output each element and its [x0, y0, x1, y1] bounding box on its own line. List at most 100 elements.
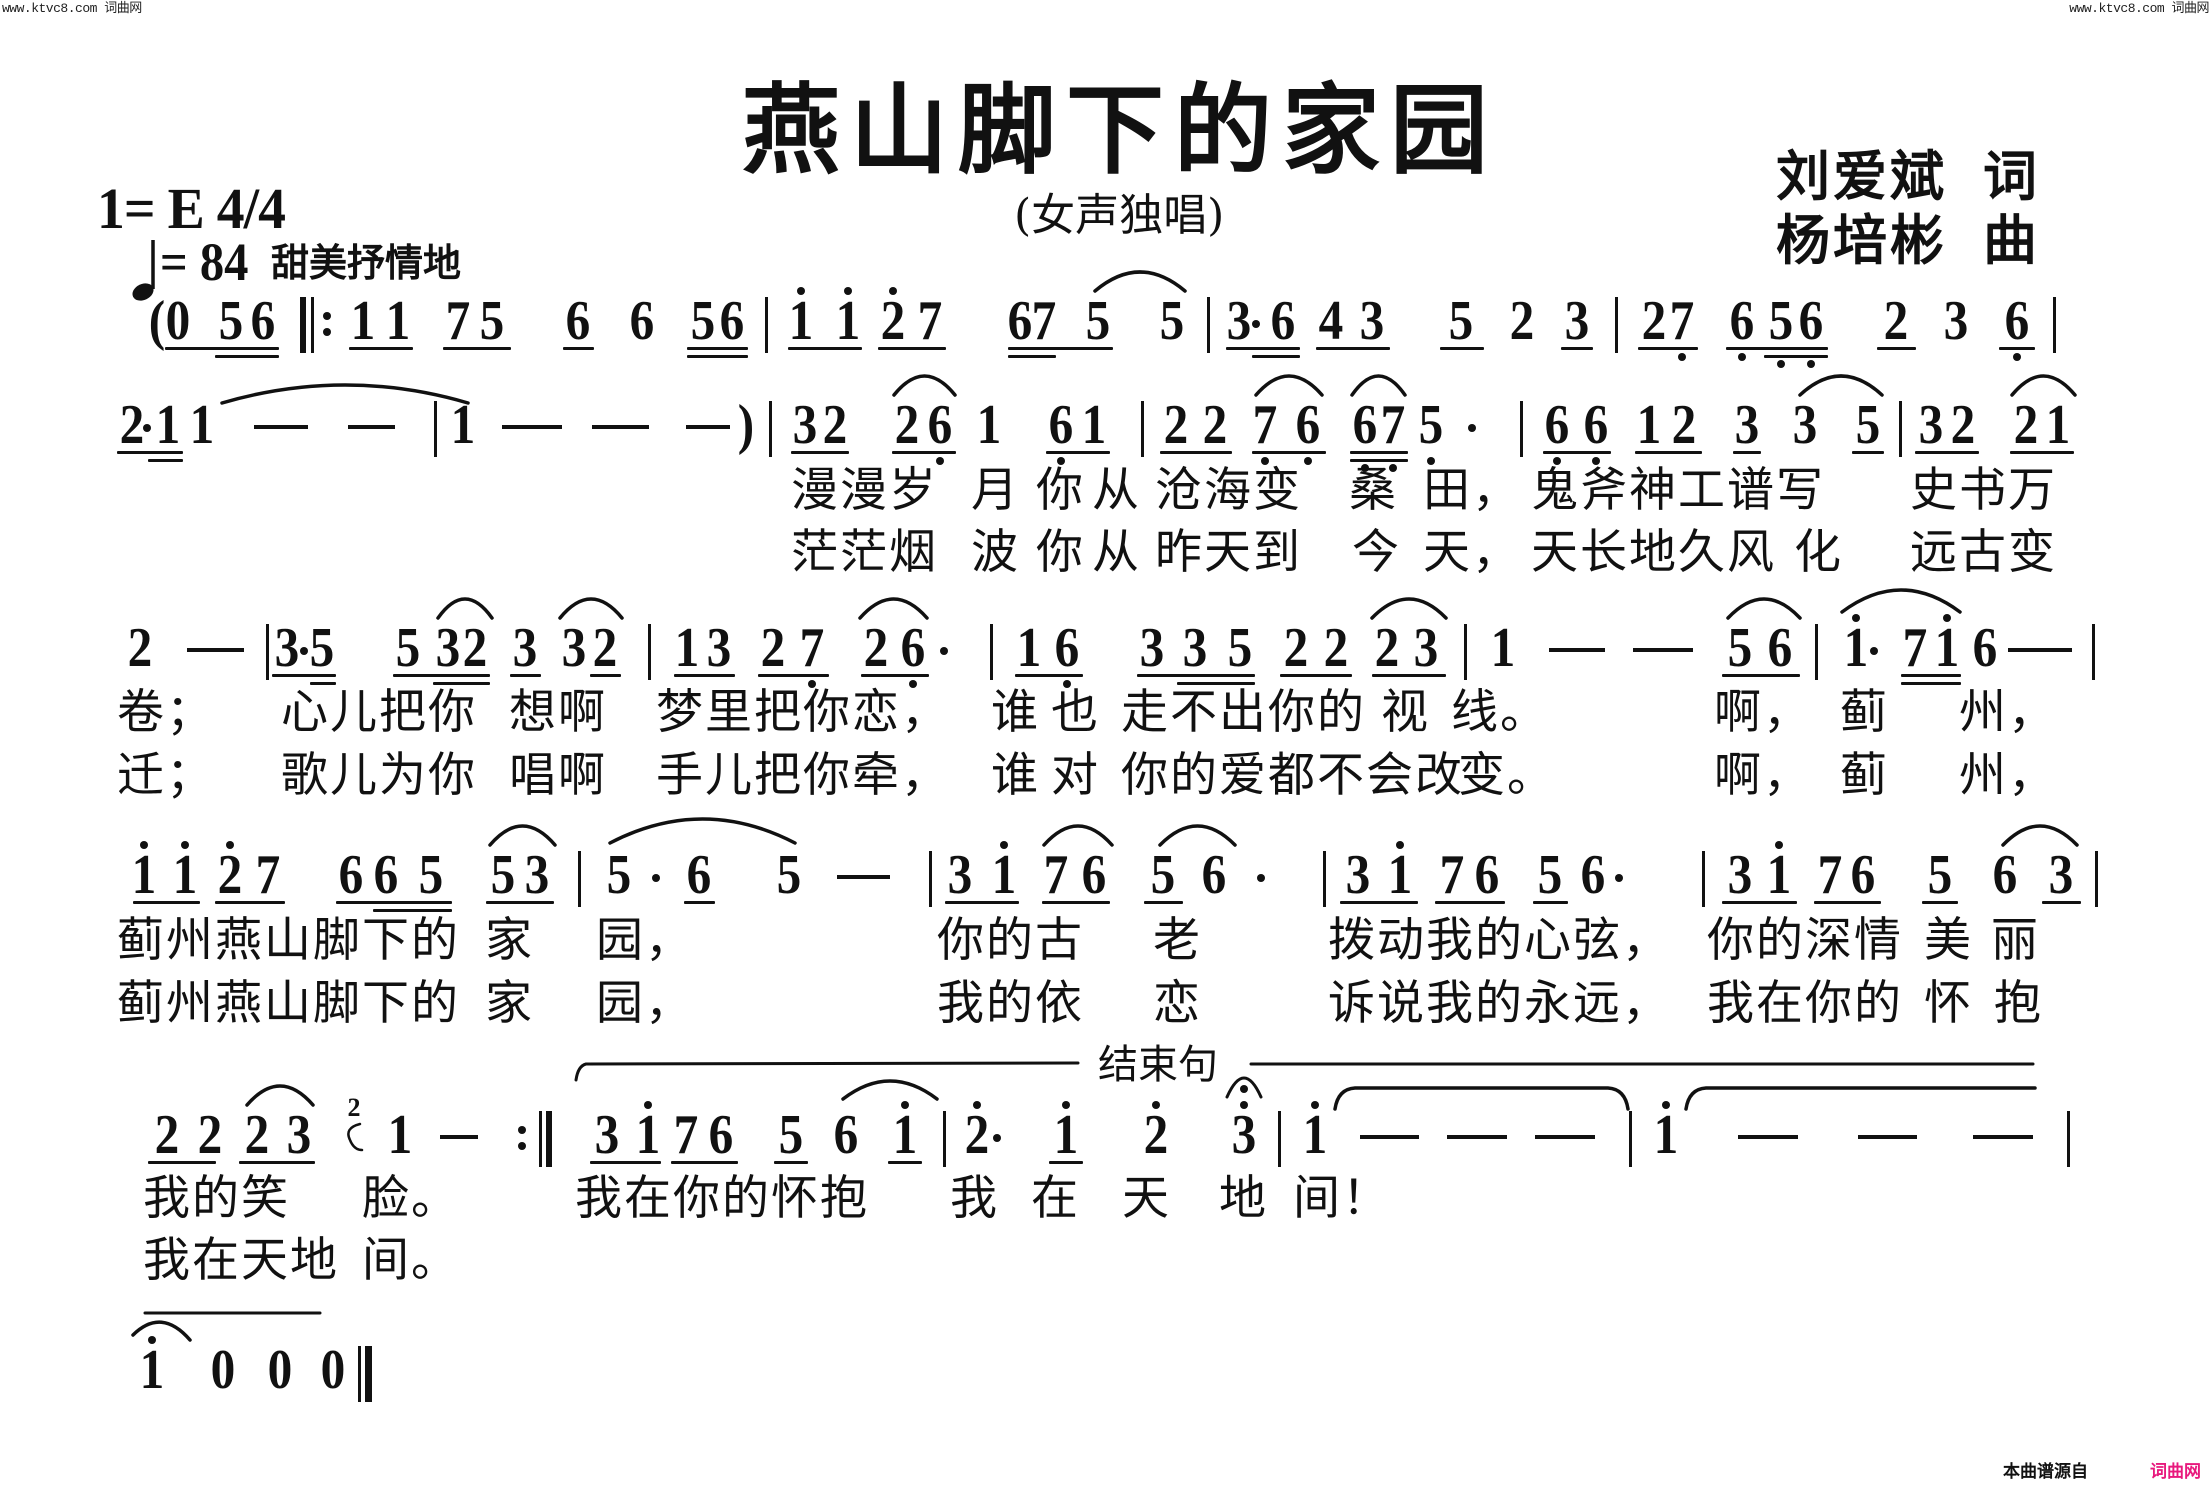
note-digit: 3	[792, 394, 818, 456]
lyric-verse-1: 蓟州燕山脚下的	[117, 913, 460, 968]
octave-low-dot	[1553, 457, 1561, 465]
composer-role: 曲	[1983, 208, 2040, 272]
lyric-verse-1: 走不出你的	[1121, 685, 1366, 740]
note-digit: 2	[1202, 394, 1228, 456]
underline-beam	[1280, 674, 1352, 677]
note-digit: 3	[435, 617, 461, 679]
lyric-verse-1: 从	[1092, 463, 1141, 518]
note-digit: 6	[708, 1104, 734, 1166]
underline-beam	[1340, 901, 1418, 904]
sustain-dash	[1858, 1135, 1917, 1139]
sustain-dash	[2008, 648, 2072, 652]
note-digit: 3	[286, 1104, 312, 1166]
lyric-verse-2: 波	[971, 525, 1020, 580]
octave-high-dot	[1852, 614, 1860, 622]
lyric-verse-2: 变。	[1458, 748, 1556, 803]
underline-beam	[1543, 451, 1611, 454]
watermark-left: www.ktvc8.com 词曲网	[2, 1, 142, 16]
note-digit: 3	[1918, 394, 1944, 456]
underline-beam	[758, 674, 829, 677]
note-digit: 6	[1850, 844, 1876, 906]
note-digit: 1	[1636, 394, 1662, 456]
note-digit: 6	[1992, 844, 2018, 906]
note-digit: 2	[1950, 394, 1976, 456]
underline-beam	[1901, 674, 1961, 677]
note-digit: 6	[373, 844, 399, 906]
augmentation-dot	[993, 1134, 1001, 1142]
note-digit: 1	[139, 1339, 165, 1401]
octave-low-dot	[2013, 353, 2021, 361]
note-digit: 5	[776, 844, 802, 906]
underline-beam	[1316, 347, 1390, 350]
lyric-verse-1: 地	[1219, 1171, 1268, 1226]
note-digit: 5	[1418, 394, 1444, 456]
lyric-verse-1: 你的深情	[1707, 913, 1903, 968]
augmentation-dot	[1257, 874, 1265, 882]
lyric-verse-1: 家	[485, 913, 534, 968]
sustain-dash	[1447, 1135, 1507, 1139]
barline	[1140, 401, 1144, 457]
note-digit: 2	[863, 617, 889, 679]
lyric-verse-2: 你	[1036, 525, 1085, 580]
barline	[265, 624, 269, 680]
note-digit: 1	[1843, 617, 1869, 679]
note-digit: 2	[217, 844, 243, 906]
underline-beam	[1350, 451, 1408, 454]
octave-low-dot	[1807, 360, 1815, 368]
note-digit: 6	[1972, 617, 1998, 679]
note-digit: 5	[1727, 617, 1753, 679]
underline-beam	[117, 451, 183, 454]
note-digit: 0	[267, 1339, 293, 1401]
note-digit: 2	[964, 1104, 990, 1166]
lyric-verse-2: 从	[1092, 525, 1141, 580]
grace-note: 2	[347, 1093, 361, 1122]
note-digit: 5	[1927, 844, 1953, 906]
octave-high-dot	[1775, 841, 1783, 849]
lyric-verse-2: 歌儿为你	[281, 748, 477, 803]
octave-high-dot	[844, 287, 852, 295]
sustain-dash	[1549, 648, 1605, 652]
note-digit: 1	[1653, 1104, 1679, 1166]
lyric-verse-2: 园，	[596, 976, 694, 1031]
underline-beam	[1177, 682, 1255, 685]
sustain-dash	[686, 425, 730, 429]
lyric-verse-2: 家	[485, 976, 534, 1031]
footer-site-name: 词曲网	[2150, 1462, 2201, 1482]
note-digit: 2	[1883, 290, 1909, 352]
note-digit: 2	[1509, 290, 1535, 352]
lyric-verse-1: 我在你的怀抱	[575, 1171, 869, 1226]
barline	[1463, 624, 1467, 680]
augmentation-dot	[300, 647, 308, 655]
sustain-dash	[1738, 1135, 1798, 1139]
octave-low-dot	[1063, 680, 1071, 688]
augmentation-dot	[1870, 647, 1878, 655]
repeat-end-thin-bar	[538, 1111, 542, 1167]
underline-beam	[1901, 682, 1961, 685]
underline-beam	[878, 347, 946, 350]
underline-beam	[945, 901, 1019, 904]
lyricist-name: 刘爱斌	[1776, 144, 1947, 208]
underline-beam	[563, 347, 594, 350]
underline-beam	[215, 901, 285, 904]
octave-high-dot	[973, 1101, 981, 1109]
note-digit: 3	[594, 1104, 620, 1166]
underline-beam	[1722, 674, 1800, 677]
footer-source-label: 本曲谱源自	[2003, 1462, 2088, 1482]
lyric-verse-1: 间！	[1293, 1171, 1391, 1226]
underline-beam	[310, 682, 336, 685]
lyric-verse-2: 间。	[362, 1233, 460, 1288]
underline-beam	[1350, 459, 1408, 462]
underline-beam	[1638, 347, 1698, 350]
lyric-verse-1: 啊，	[1714, 685, 1812, 740]
note-digit: 7	[1252, 394, 1278, 456]
note-digit: 1	[635, 1104, 661, 1166]
underline-beam	[888, 1161, 922, 1164]
lyric-verse-2: 州，	[1959, 748, 2057, 803]
octave-high-dot	[1311, 1101, 1319, 1109]
note-digit: 2	[119, 394, 145, 456]
note-digit: 6	[1352, 394, 1378, 456]
lyric-verse-1: 美	[1924, 913, 1973, 968]
underline-beam	[590, 674, 621, 677]
barline	[1898, 401, 1902, 457]
